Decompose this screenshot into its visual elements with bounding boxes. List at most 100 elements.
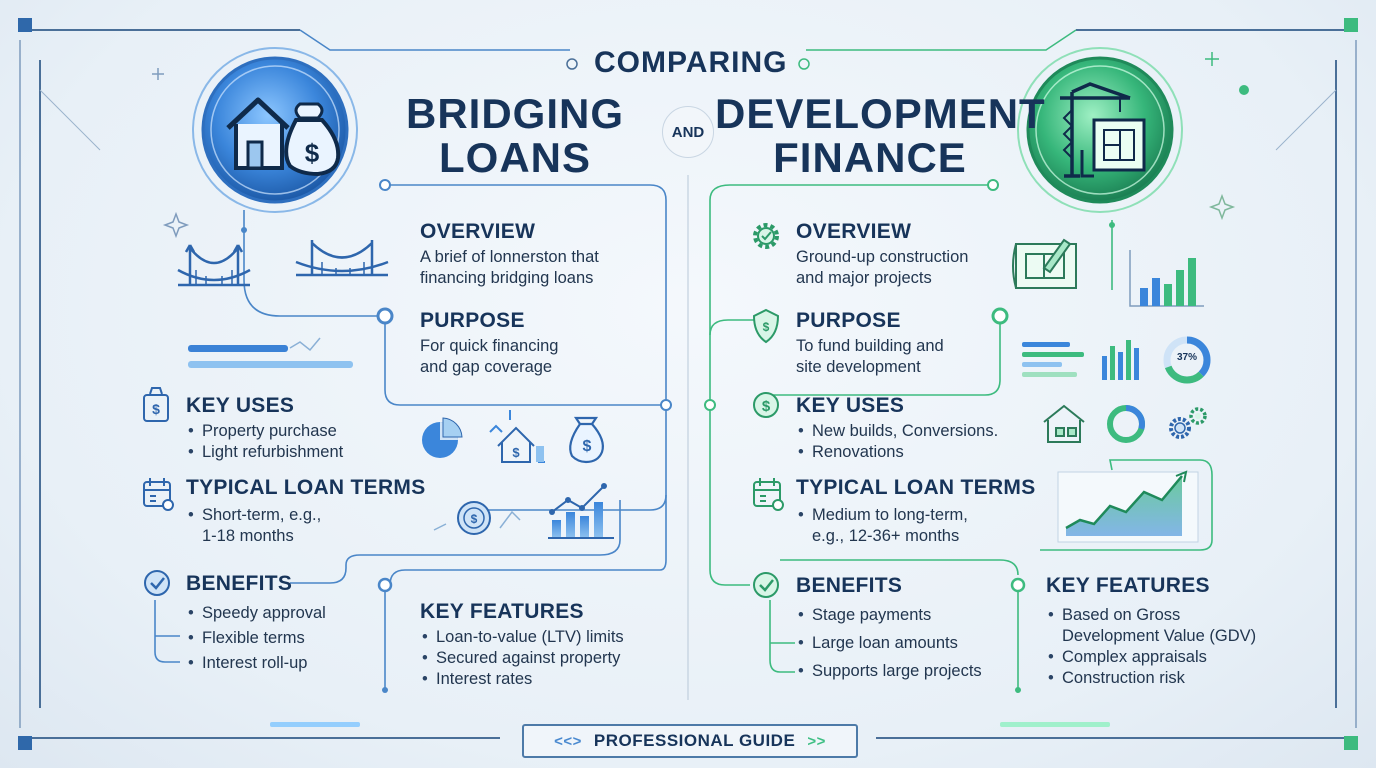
shield-icon: $ [752, 308, 780, 344]
section-heading: BENEFITS [186, 572, 293, 595]
section-heading: PURPOSE [420, 309, 525, 332]
pie-chart-icon [422, 417, 463, 458]
money-bag-icon: $ [143, 387, 169, 422]
gears-icon [1169, 407, 1207, 439]
right-nodes [704, 179, 1115, 693]
section-heading: KEY USES [186, 394, 295, 417]
development-key-uses: KEY USES New builds, Conversions. Renova… [796, 394, 998, 463]
list-item: Interest roll-up [186, 653, 326, 674]
list-item: Stage payments [796, 605, 982, 626]
section-heading: OVERVIEW [420, 220, 536, 243]
calendar-icon [143, 478, 174, 511]
list-item: Speedy approval [186, 603, 326, 624]
list-item: Property purchase [186, 421, 343, 442]
calendar-icon [753, 478, 784, 511]
overview-line: A brief of lonnerston that [420, 248, 599, 266]
development-purpose: PURPOSE To fund building and site develo… [796, 309, 944, 378]
bridging-benefits: BENEFITS Speedy approval Flexible terms … [186, 572, 326, 674]
left-title: BRIDGING LOANS [380, 92, 650, 180]
bridge-icon [295, 240, 389, 277]
sparkle-icon [1208, 193, 1236, 221]
svg-text:$: $ [471, 512, 478, 526]
house-icon [1043, 404, 1085, 443]
bridging-key-features: KEY FEATURES Loan-to-value (LTV) limits … [420, 600, 624, 690]
right-title: DEVELOPMENT FINANCE [715, 90, 1046, 181]
trend-chart-icon [1057, 470, 1199, 543]
blueprint-pencil-icon [1012, 238, 1077, 289]
bar-chart-icon [1129, 250, 1204, 307]
progress-bars-icon [188, 337, 353, 368]
list-item: Renovations [796, 442, 998, 463]
right-title-line-2: FINANCE [773, 134, 967, 181]
bridging-key-uses: KEY USES Property purchase Light refurbi… [186, 394, 343, 463]
list-item: Supports large projects [796, 661, 982, 682]
section-heading: TYPICAL LOAN TERMS [186, 476, 426, 499]
footer-label: PROFESSIONAL GUIDE [593, 731, 796, 750]
list-item: Light refurbishment [186, 442, 343, 463]
list-item: Flexible terms [186, 628, 326, 649]
list-item-continuation: 1-18 months [202, 527, 294, 545]
money-bag-icon: $ [569, 416, 604, 464]
chevron-left-icon: <<> [554, 732, 582, 750]
bar-chart-icon [548, 483, 614, 539]
title-kicker: COMPARING [594, 46, 788, 79]
overview-line: financing bridging loans [420, 269, 594, 287]
and-badge: AND [662, 106, 714, 158]
section-heading: TYPICAL LOAN TERMS [796, 476, 1036, 499]
svg-text:$: $ [305, 138, 320, 168]
bar-chart-icon [1102, 340, 1139, 380]
list-item: Medium to long-term, [796, 505, 1036, 526]
lines-icon [1022, 342, 1084, 377]
development-benefits: BENEFITS Stage payments Large loan amoun… [796, 574, 982, 682]
house-dollar-icon: $ [489, 410, 545, 463]
purpose-line: For quick financing [420, 337, 559, 355]
chevron-right-icon: >> [807, 732, 826, 750]
section-heading: KEY FEATURES [420, 600, 584, 623]
section-heading: PURPOSE [796, 309, 901, 332]
svg-text:$: $ [512, 445, 520, 460]
development-loan-terms: TYPICAL LOAN TERMS Medium to long-term, … [796, 476, 1036, 547]
coin-icon: $ [433, 501, 521, 535]
bridging-overview: OVERVIEW A brief of lonnerston that fina… [420, 220, 599, 289]
crane-blueprint-icon [1017, 47, 1183, 213]
left-nodes [241, 179, 672, 693]
left-connectors [154, 184, 667, 690]
section-heading: OVERVIEW [796, 220, 912, 243]
list-item: Based on Gross [1046, 605, 1256, 626]
list-item: New builds, Conversions. [796, 421, 998, 442]
sparkle-icon [162, 211, 190, 239]
list-item-continuation: e.g., 12-36+ months [812, 527, 960, 545]
left-title-line-2: LOANS [439, 134, 591, 181]
donut-label: 37% [1176, 352, 1197, 363]
bridging-loan-terms: TYPICAL LOAN TERMS Short-term, e.g., 1-1… [186, 476, 426, 547]
svg-text:$: $ [763, 320, 770, 334]
development-key-features: KEY FEATURES Based on Gross Development … [1046, 574, 1256, 689]
right-title-line-1: DEVELOPMENT [715, 90, 1046, 137]
dollar-circle-icon: $ [753, 392, 779, 418]
list-item-continuation: Development Value (GDV) [1062, 627, 1257, 645]
bridge-icon [177, 244, 251, 287]
svg-text:$: $ [583, 438, 592, 455]
section-heading: BENEFITS [796, 574, 903, 597]
development-overview: OVERVIEW Ground-up construction and majo… [796, 220, 968, 289]
donut-chart-icon [1107, 405, 1145, 443]
overview-line: Ground-up construction [796, 248, 969, 266]
list-item: Large loan amounts [796, 633, 982, 654]
list-item: Secured against property [420, 648, 624, 669]
section-heading: KEY USES [796, 394, 905, 417]
house-money-icon: $ [192, 47, 358, 213]
svg-text:$: $ [152, 401, 160, 417]
list-item: Loan-to-value (LTV) limits [420, 627, 624, 648]
overview-line: and major projects [796, 269, 932, 287]
list-item: Interest rates [420, 669, 624, 690]
purpose-line: site development [796, 358, 921, 376]
purpose-line: and gap coverage [420, 358, 553, 376]
left-title-line-1: BRIDGING [406, 90, 624, 137]
right-connectors [709, 184, 1213, 690]
list-item: Short-term, e.g., [186, 505, 426, 526]
purpose-line: To fund building and [796, 337, 944, 355]
check-circle-icon [753, 572, 779, 598]
list-item: Construction risk [1046, 668, 1256, 689]
